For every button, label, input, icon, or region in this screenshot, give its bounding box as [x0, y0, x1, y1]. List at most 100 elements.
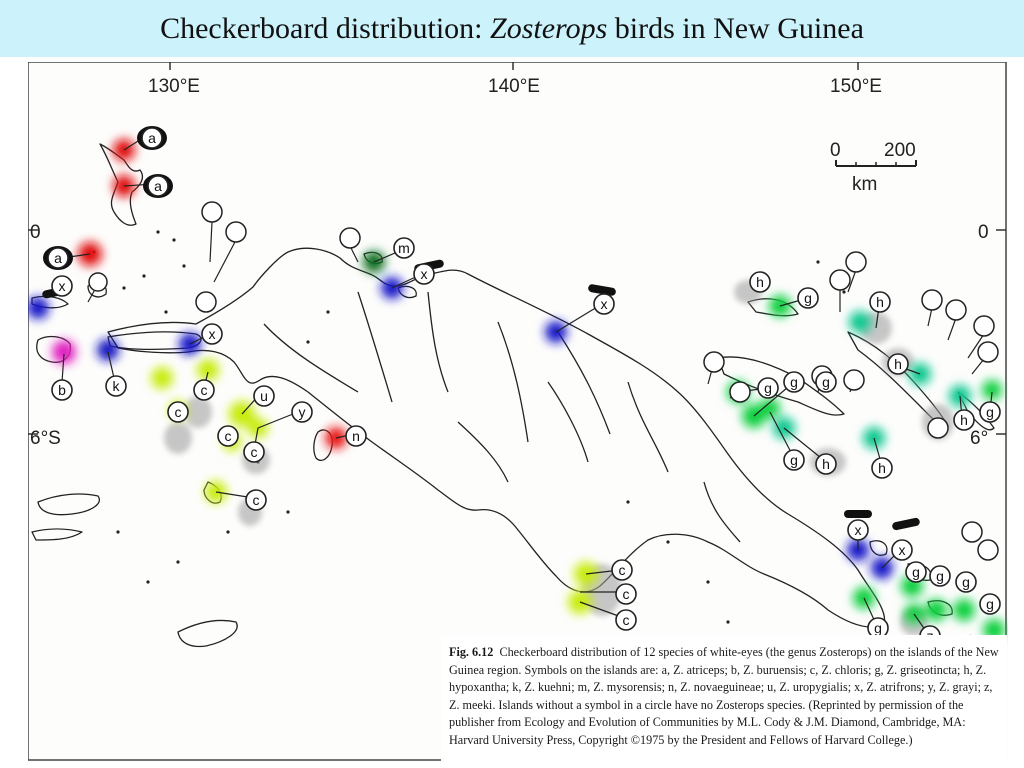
- species-symbol-h: h: [869, 291, 891, 313]
- species-symbol-a: a: [141, 127, 163, 149]
- species-symbol-letter: x: [209, 326, 216, 342]
- species-symbol-circle: [815, 453, 837, 475]
- species-symbol-g: g: [783, 449, 805, 471]
- empty-island-circles: [88, 201, 999, 561]
- species-symbol-circle: [413, 263, 435, 285]
- species-symbol-b: b: [51, 379, 73, 401]
- species-symbol-letter: g: [804, 290, 812, 306]
- species-symbol-letter: c: [623, 612, 630, 628]
- species-color-blobs: [28, 139, 1005, 641]
- new-britain-coast: [747, 298, 799, 317]
- species-symbol-k: k: [105, 375, 127, 397]
- species-symbol-c: c: [615, 583, 637, 605]
- species-symbol-circle: [891, 539, 913, 561]
- species-symbol-a: a: [47, 247, 69, 269]
- scale-start: 0: [830, 140, 841, 161]
- species-symbol-circle: [217, 425, 239, 447]
- species-symbol-letter: c: [225, 428, 232, 444]
- species-symbol-letter: y: [299, 404, 306, 420]
- latitude-label-left-0: 0: [30, 222, 41, 243]
- species-symbol-c: c: [615, 609, 637, 631]
- species-symbol-letter: x: [59, 278, 66, 294]
- species-symbols: aaaxbkxccuycccnmxxhghhgggghhhgxxgggggzcc…: [47, 127, 1001, 647]
- species-symbol-circle: [201, 323, 223, 345]
- species-symbol-circle: [141, 127, 163, 149]
- species-symbol-c: c: [193, 379, 215, 401]
- species-symbol-letter: c: [175, 404, 182, 420]
- species-symbol-circle: [979, 593, 1001, 615]
- species-symbol-h: h: [887, 353, 909, 375]
- species-symbol-c: c: [243, 441, 265, 463]
- species-symbol-letter: a: [54, 250, 62, 266]
- species-symbol-letter: k: [113, 378, 121, 394]
- species-symbol-y: y: [291, 401, 313, 423]
- species-symbol-circle: [979, 401, 1001, 423]
- species-symbol-circle: [847, 519, 869, 541]
- longitude-label-150: 150°E: [830, 76, 882, 97]
- species-symbol-c: c: [217, 425, 239, 447]
- species-symbol-letter: c: [619, 562, 626, 578]
- species-symbol-circle: [593, 293, 615, 315]
- species-symbol-circle: [193, 379, 215, 401]
- species-symbol-h: h: [749, 271, 771, 293]
- species-symbol-x: x: [891, 539, 913, 561]
- coordinate-labels: 130°E 140°E 150°E 0 6°S 0 6°: [30, 76, 989, 449]
- species-symbol-letter: x: [601, 296, 608, 312]
- species-symbol-x: x: [593, 293, 615, 315]
- species-symbol-circle: [615, 583, 637, 605]
- species-symbol-g: g: [979, 593, 1001, 615]
- scale-bar: 0 200 km: [830, 140, 917, 195]
- species-symbol-a: a: [147, 175, 169, 197]
- species-symbol-letter: c: [253, 492, 260, 508]
- species-symbol-letter: c: [251, 444, 258, 460]
- longitude-label-140: 140°E: [488, 76, 540, 97]
- species-symbol-letter: n: [352, 428, 360, 444]
- species-symbol-letter: g: [822, 374, 830, 390]
- species-symbol-circle: [955, 571, 977, 593]
- species-symbol-letter: c: [623, 586, 630, 602]
- species-symbol-letter: g: [962, 574, 970, 590]
- species-symbol-letter: g: [764, 380, 772, 396]
- species-symbol-circle: [783, 371, 805, 393]
- species-symbol-c: c: [167, 401, 189, 423]
- species-symbol-m: m: [393, 237, 415, 259]
- species-symbol-letter: x: [899, 542, 906, 558]
- species-symbol-c: c: [611, 559, 633, 581]
- caption-fig-label: Fig. 6.12: [449, 645, 494, 659]
- latitude-label-left-6s: 6°S: [30, 428, 61, 449]
- species-symbol-g: g: [955, 571, 977, 593]
- species-symbol-u: u: [253, 385, 275, 407]
- species-symbol-circle: [871, 457, 893, 479]
- species-symbol-circle: [611, 559, 633, 581]
- title-suffix: birds in New Guinea: [607, 11, 864, 45]
- latitude-label-right-0: 0: [978, 222, 989, 243]
- title-prefix: Checkerboard distribution:: [160, 11, 491, 45]
- species-symbol-letter: b: [58, 382, 66, 398]
- species-symbol-x: x: [51, 275, 73, 297]
- species-symbol-circle: [291, 401, 313, 423]
- species-symbol-circle: [615, 609, 637, 631]
- species-symbol-letter: g: [790, 374, 798, 390]
- species-symbol-letter: h: [894, 356, 902, 372]
- species-symbol-circle: [345, 425, 367, 447]
- species-symbol-letter: h: [822, 456, 830, 472]
- species-symbol-c: c: [245, 489, 267, 511]
- map-svg: 130°E 140°E 150°E 0 6°S 0 6° 0 200 km: [28, 62, 1007, 761]
- species-symbol-letter: g: [986, 596, 994, 612]
- species-symbol-circle: [749, 271, 771, 293]
- species-symbol-letter: h: [960, 412, 968, 428]
- species-symbol-x: x: [201, 323, 223, 345]
- species-symbol-circle: [905, 561, 927, 583]
- species-symbol-g: g: [783, 371, 805, 393]
- species-symbol-circle: [51, 275, 73, 297]
- species-symbol-circle: [393, 237, 415, 259]
- species-symbol-circle: [783, 449, 805, 471]
- slide-title: Checkerboard distribution: Zosterops bir…: [160, 12, 864, 46]
- species-symbol-circle: [105, 375, 127, 397]
- species-symbol-circle: [167, 401, 189, 423]
- species-symbol-circle: [47, 247, 69, 269]
- species-symbol-letter: h: [756, 274, 764, 290]
- species-symbol-letter: g: [790, 452, 798, 468]
- species-symbol-letter: c: [201, 382, 208, 398]
- species-symbol-letter: u: [260, 388, 268, 404]
